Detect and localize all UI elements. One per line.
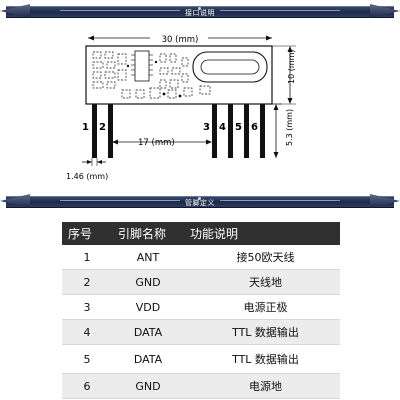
crystal-icon xyxy=(192,51,268,83)
banner-dot-icon xyxy=(198,197,201,200)
header-pin-name: 引脚名称 xyxy=(112,222,184,245)
pin-number-2: 2 xyxy=(99,122,106,133)
pin-4-icon xyxy=(228,104,233,158)
section-banner-pin-definition: 管脚定义 xyxy=(0,194,400,208)
banner-rule-right xyxy=(220,10,340,11)
cell-pin-name: DATA xyxy=(112,344,184,374)
header-number: 序号 xyxy=(62,222,112,245)
cell-number: 4 xyxy=(62,319,112,345)
banner-rule-left xyxy=(60,200,180,201)
pin-length-label: 5.3 (mm) xyxy=(285,109,294,146)
pitch-dimension: 17 (mm) xyxy=(112,138,212,148)
cell-number: 1 xyxy=(62,245,112,270)
cell-pin-name: VDD xyxy=(112,294,184,320)
section-title: 管脚定义 xyxy=(185,199,215,207)
cell-pin-name: DATA xyxy=(112,319,184,345)
header-function: 功能说明 xyxy=(184,222,340,245)
pin-gap-dimension: 1.46 (mm) xyxy=(66,158,108,181)
cell-pin-name: GND xyxy=(112,269,184,295)
pin-number-3: 3 xyxy=(203,122,210,133)
cell-number: 5 xyxy=(62,344,112,374)
module-dimension-diagram: 30 (mm) xyxy=(66,32,296,181)
banner-dot-icon xyxy=(198,7,201,10)
table-row: 5 DATA TTL 数据输出 xyxy=(62,344,340,374)
table-header-row: 序号 引脚名称 功能说明 xyxy=(62,222,340,245)
pin-gap-label: 1.46 (mm) xyxy=(66,172,108,181)
pin-number-4: 4 xyxy=(219,122,226,133)
pin-number-1: 1 xyxy=(82,122,89,133)
cell-function: TTL 数据输出 xyxy=(184,344,340,374)
cell-number: 2 xyxy=(62,269,112,295)
table-row: 4 DATA TTL 数据输出 xyxy=(62,319,340,345)
section-banner-interface: 接口说明 xyxy=(0,4,400,18)
cell-function: 天线地 xyxy=(184,269,340,295)
cell-number: 6 xyxy=(62,373,112,399)
cell-pin-name: GND xyxy=(112,373,184,399)
pin-5-icon xyxy=(244,104,249,158)
pin-number-5: 5 xyxy=(235,122,242,133)
section-title: 接口说明 xyxy=(185,9,215,17)
pitch-label: 17 (mm) xyxy=(138,138,175,148)
banner-bar xyxy=(6,196,394,208)
banner-rule-right xyxy=(220,200,340,201)
height-label: 10 (mm) xyxy=(287,49,296,84)
pin-3-icon xyxy=(212,104,217,158)
height-dimension: 10 (mm) xyxy=(272,45,296,105)
table-row: 6 GND 电源地 xyxy=(62,373,340,399)
banner-rule-left xyxy=(60,10,180,11)
table-row: 2 GND 天线地 xyxy=(62,269,340,295)
width-label: 30 (mm) xyxy=(162,35,199,45)
cell-function: 电源正极 xyxy=(184,294,340,320)
pin-6-icon xyxy=(260,104,265,158)
cell-function: 接50欧天线 xyxy=(184,245,340,270)
module-board xyxy=(85,45,273,105)
pin-1-icon xyxy=(92,104,97,158)
pin-number-labels: 1 2 3 4 5 6 xyxy=(82,122,258,133)
table-row: 1 ANT 接50欧天线 xyxy=(62,245,340,270)
banner-bar xyxy=(6,6,394,18)
pin-length-dimension: 5.3 (mm) xyxy=(268,103,294,158)
pin-number-6: 6 xyxy=(251,122,258,133)
table-row: 3 VDD 电源正极 xyxy=(62,294,340,320)
ic-chip-icon xyxy=(134,50,150,82)
width-dimension: 30 (mm) xyxy=(88,32,272,45)
cell-pin-name: ANT xyxy=(112,245,184,270)
cell-function: 电源地 xyxy=(184,373,340,399)
pins xyxy=(92,104,265,158)
pin-2-icon xyxy=(108,104,113,158)
cell-number: 3 xyxy=(62,294,112,320)
cell-function: TTL 数据输出 xyxy=(184,319,340,345)
pin-definition-table: 序号 引脚名称 功能说明 1 ANT 接50欧天线 2 GND 天线地 3 VD… xyxy=(62,222,340,399)
